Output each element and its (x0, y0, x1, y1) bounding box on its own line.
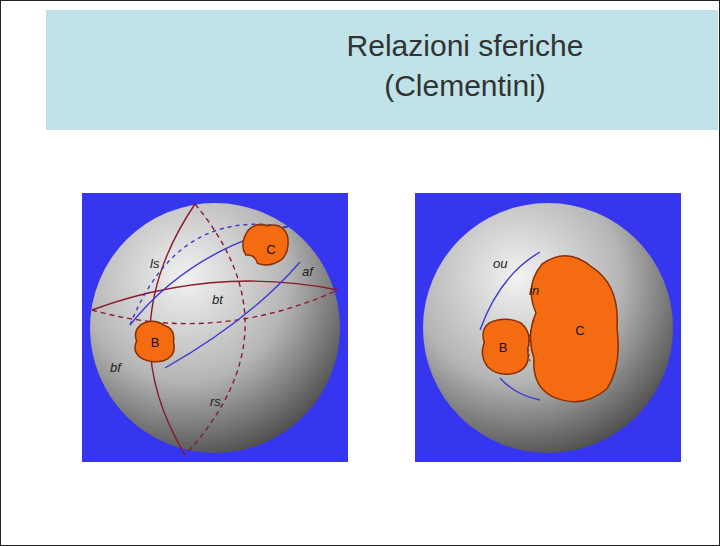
region-name-box: C (240, 222, 290, 268)
region-name: C (266, 242, 275, 257)
blob-outline (240, 222, 290, 268)
relation-label: af (302, 264, 313, 279)
slide-title: Relazioni sferiche (Clementini) (300, 26, 630, 106)
region-blob: C (522, 252, 622, 404)
region-blob: C (240, 222, 290, 268)
region-blob: B (132, 320, 178, 364)
region-name: B (151, 335, 160, 350)
relation-label: ou (493, 256, 507, 271)
relation-label: bt (212, 292, 223, 307)
title-band (46, 10, 718, 130)
relation-label: in (529, 283, 539, 298)
region-name-box: B (132, 320, 178, 364)
region-blob: B (480, 318, 534, 376)
relation-label: ls (150, 256, 159, 271)
region-name-box: B (480, 318, 534, 376)
relation-label: rs (210, 394, 221, 409)
region-name: B (499, 340, 508, 355)
region-name-box: C (522, 252, 622, 404)
region-name: C (575, 323, 584, 338)
blob-outline (522, 252, 622, 404)
relation-label: bf (110, 360, 121, 375)
